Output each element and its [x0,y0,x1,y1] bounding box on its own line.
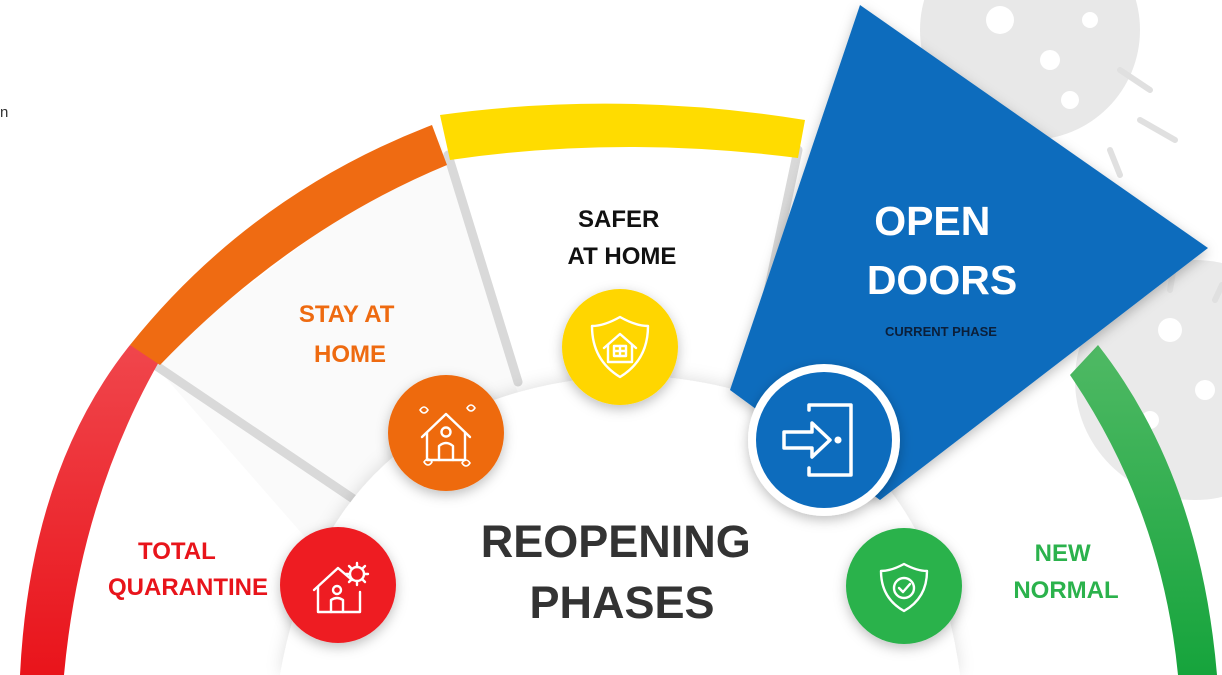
phase-label-total-quarantine: TOTAL QUARANTINE [108,538,268,601]
band-new-normal [1070,345,1217,675]
band-total-quarantine [20,345,160,675]
phase-icon-stay-at-home[interactable] [388,375,504,491]
phase-label-new-normal: NEW NORMAL [1013,540,1118,604]
shield-check-icon [879,562,929,613]
shield-house-icon [590,315,650,379]
diagram-title: REOPENING PHASES [481,516,764,628]
phase-icon-new-normal[interactable] [846,528,962,644]
house-person-icon [419,404,476,467]
door-enter-icon [782,403,853,477]
phase-bands [20,103,1217,675]
house-virus-person-icon [312,561,370,614]
phase-icon-open-doors[interactable] [748,364,900,516]
phase-label-safer-at-home: SAFER AT HOME [568,206,677,270]
edge-text: n [0,104,9,121]
band-stay-at-home [130,125,447,365]
phase-label-stay-at-home: STAY AT HOME [299,301,401,368]
phase-label-open-doors: OPEN DOORS [867,198,1017,303]
band-safer-at-home [440,103,805,160]
current-phase-tag: CURRENT PHASE [885,324,997,339]
